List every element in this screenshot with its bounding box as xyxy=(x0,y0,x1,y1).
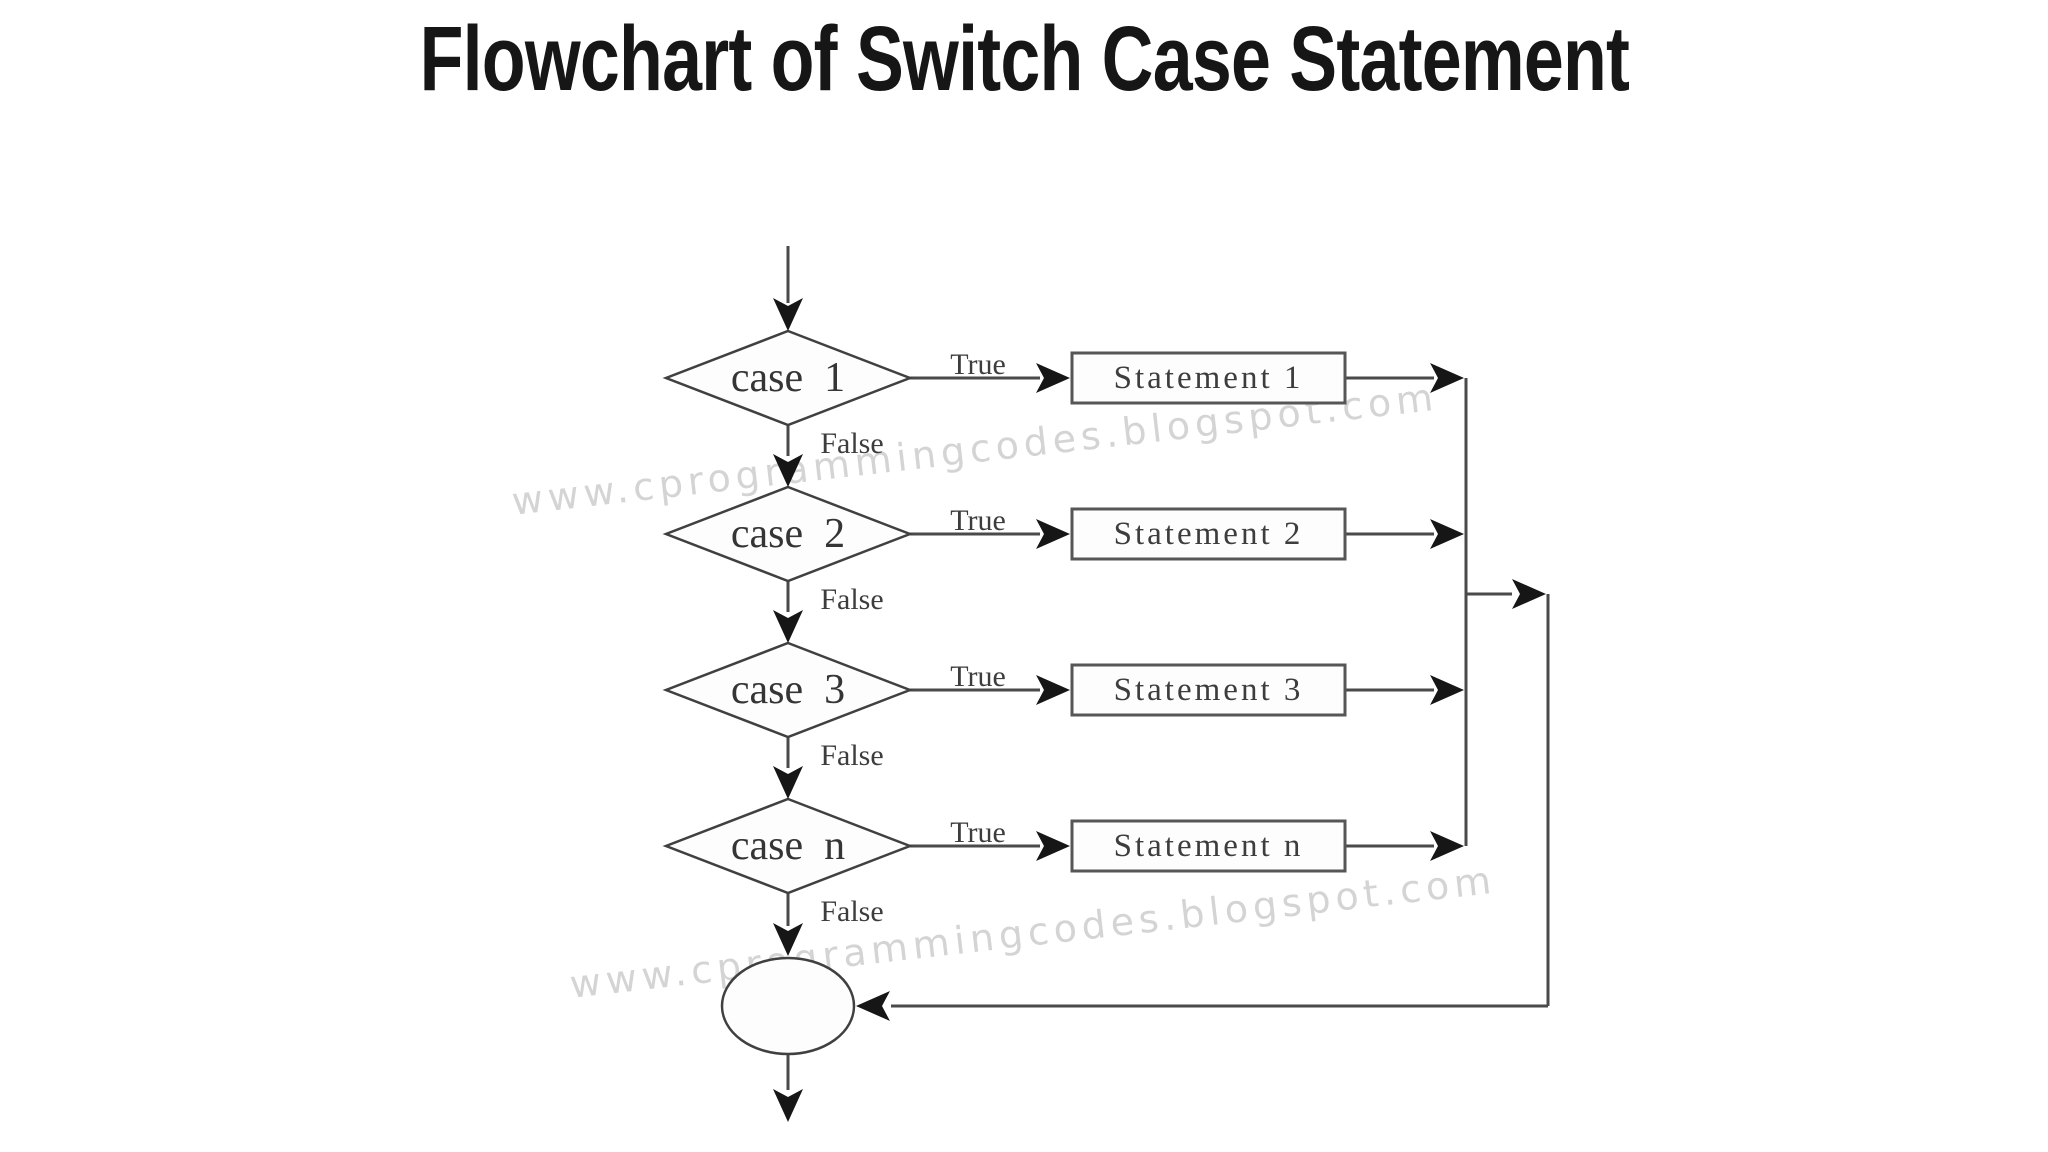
case-2-decision xyxy=(662,485,914,583)
connector-circle xyxy=(720,956,856,1056)
true-arrowhead-1-icon xyxy=(1036,363,1070,393)
statement-2-box xyxy=(1070,507,1347,561)
false-label-n: False xyxy=(820,895,884,928)
merge-arrowhead-2-icon xyxy=(1430,519,1464,549)
exit-arrowhead-icon xyxy=(773,1089,803,1122)
false-arrowhead-1-icon xyxy=(773,454,803,487)
page-title: Flowchart of Switch Case Statement xyxy=(0,6,2048,112)
case-n-decision xyxy=(662,797,914,895)
false-arrowhead-2-icon xyxy=(773,610,803,643)
true-label-n: True xyxy=(950,816,1006,849)
statement-2-label: Statement 2 xyxy=(1113,516,1304,552)
entry-arrowhead-icon xyxy=(773,298,803,331)
case-3-label: case 3 xyxy=(730,667,846,713)
statement-n-box xyxy=(1070,819,1347,873)
merge-arrowhead-n-icon xyxy=(1430,831,1464,861)
true-label-2: True xyxy=(950,504,1006,537)
false-label-2: False xyxy=(820,583,884,616)
statement-3-box xyxy=(1070,663,1347,717)
case-1-decision xyxy=(662,329,914,427)
return-arrowhead-icon xyxy=(856,991,890,1021)
case-2-label: case 2 xyxy=(730,511,846,557)
merge-arrowhead-3-icon xyxy=(1430,675,1464,705)
true-arrowhead-3-icon xyxy=(1036,675,1070,705)
true-label-1: True xyxy=(950,348,1006,381)
statement-3-label: Statement 3 xyxy=(1113,672,1304,708)
false-label-1: False xyxy=(820,427,884,460)
jog-arrowhead-icon xyxy=(1512,579,1546,609)
false-arrowhead-n-icon xyxy=(773,923,803,956)
merge-arrowhead-1-icon xyxy=(1430,363,1464,393)
true-arrowhead-2-icon xyxy=(1036,519,1070,549)
true-arrowhead-n-icon xyxy=(1036,831,1070,861)
case-3-decision xyxy=(662,641,914,739)
true-label-3: True xyxy=(950,660,1006,693)
page-title-text: Flowchart of Switch Case Statement xyxy=(419,8,1629,110)
statement-n-label: Statement n xyxy=(1113,828,1304,864)
false-arrowhead-3-icon xyxy=(773,766,803,799)
statement-1-box xyxy=(1070,351,1347,405)
statement-1-label: Statement 1 xyxy=(1113,360,1304,396)
case-1-label: case 1 xyxy=(730,355,846,401)
false-label-3: False xyxy=(820,739,884,772)
case-n-label: case n xyxy=(730,823,846,869)
